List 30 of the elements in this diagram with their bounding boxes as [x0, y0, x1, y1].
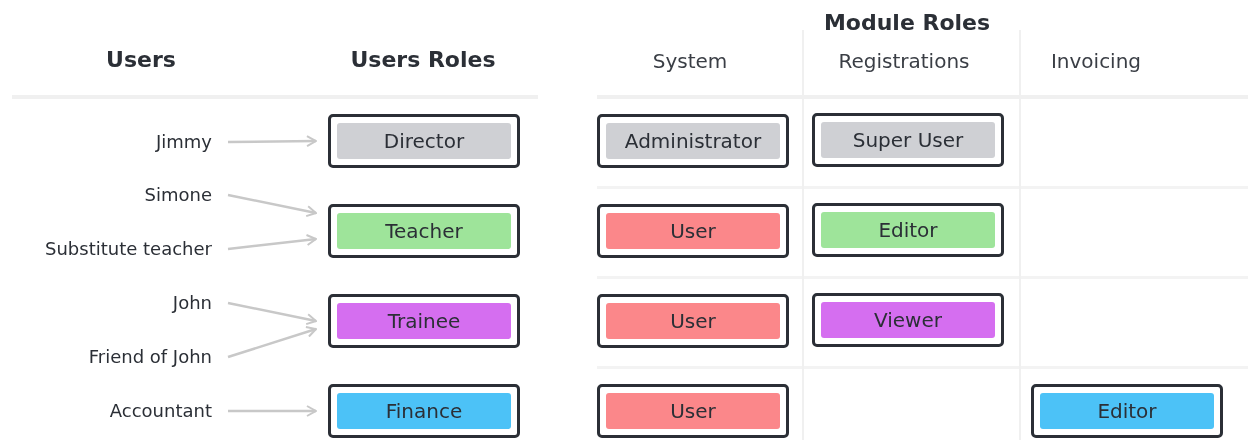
role-box: Finance [328, 384, 520, 438]
user-name: Simone [144, 181, 212, 209]
column-header: Module Roles [823, 9, 991, 37]
arrow [228, 135, 317, 148]
user-name: John [172, 289, 212, 317]
arrow [227, 193, 317, 218]
user-name: Accountant [109, 397, 212, 425]
arrow [227, 301, 317, 326]
column-header: Registrations [838, 48, 970, 75]
role-box: Viewer [812, 293, 1004, 347]
column-header: Users Roles [350, 46, 496, 74]
role-box: Trainee [328, 294, 520, 348]
role-box: Editor [812, 203, 1004, 257]
column-header: System [652, 48, 728, 75]
role-box: Teacher [328, 204, 520, 258]
arrow [227, 234, 317, 251]
role-box: Super User [812, 113, 1004, 167]
role-box: User [597, 294, 789, 348]
arrow [228, 405, 317, 417]
user-name: Substitute teacher [45, 235, 212, 263]
column-header: Invoicing [1050, 48, 1142, 75]
role-box: User [597, 204, 789, 258]
user-name: Friend of John [88, 343, 212, 371]
column-header: Users [106, 46, 176, 74]
role-box: Editor [1031, 384, 1223, 438]
arrow [227, 325, 317, 359]
role-box: Administrator [597, 114, 789, 168]
role-box: User [597, 384, 789, 438]
user-name: Jimmy [155, 128, 212, 156]
role-box: Director [328, 114, 520, 168]
